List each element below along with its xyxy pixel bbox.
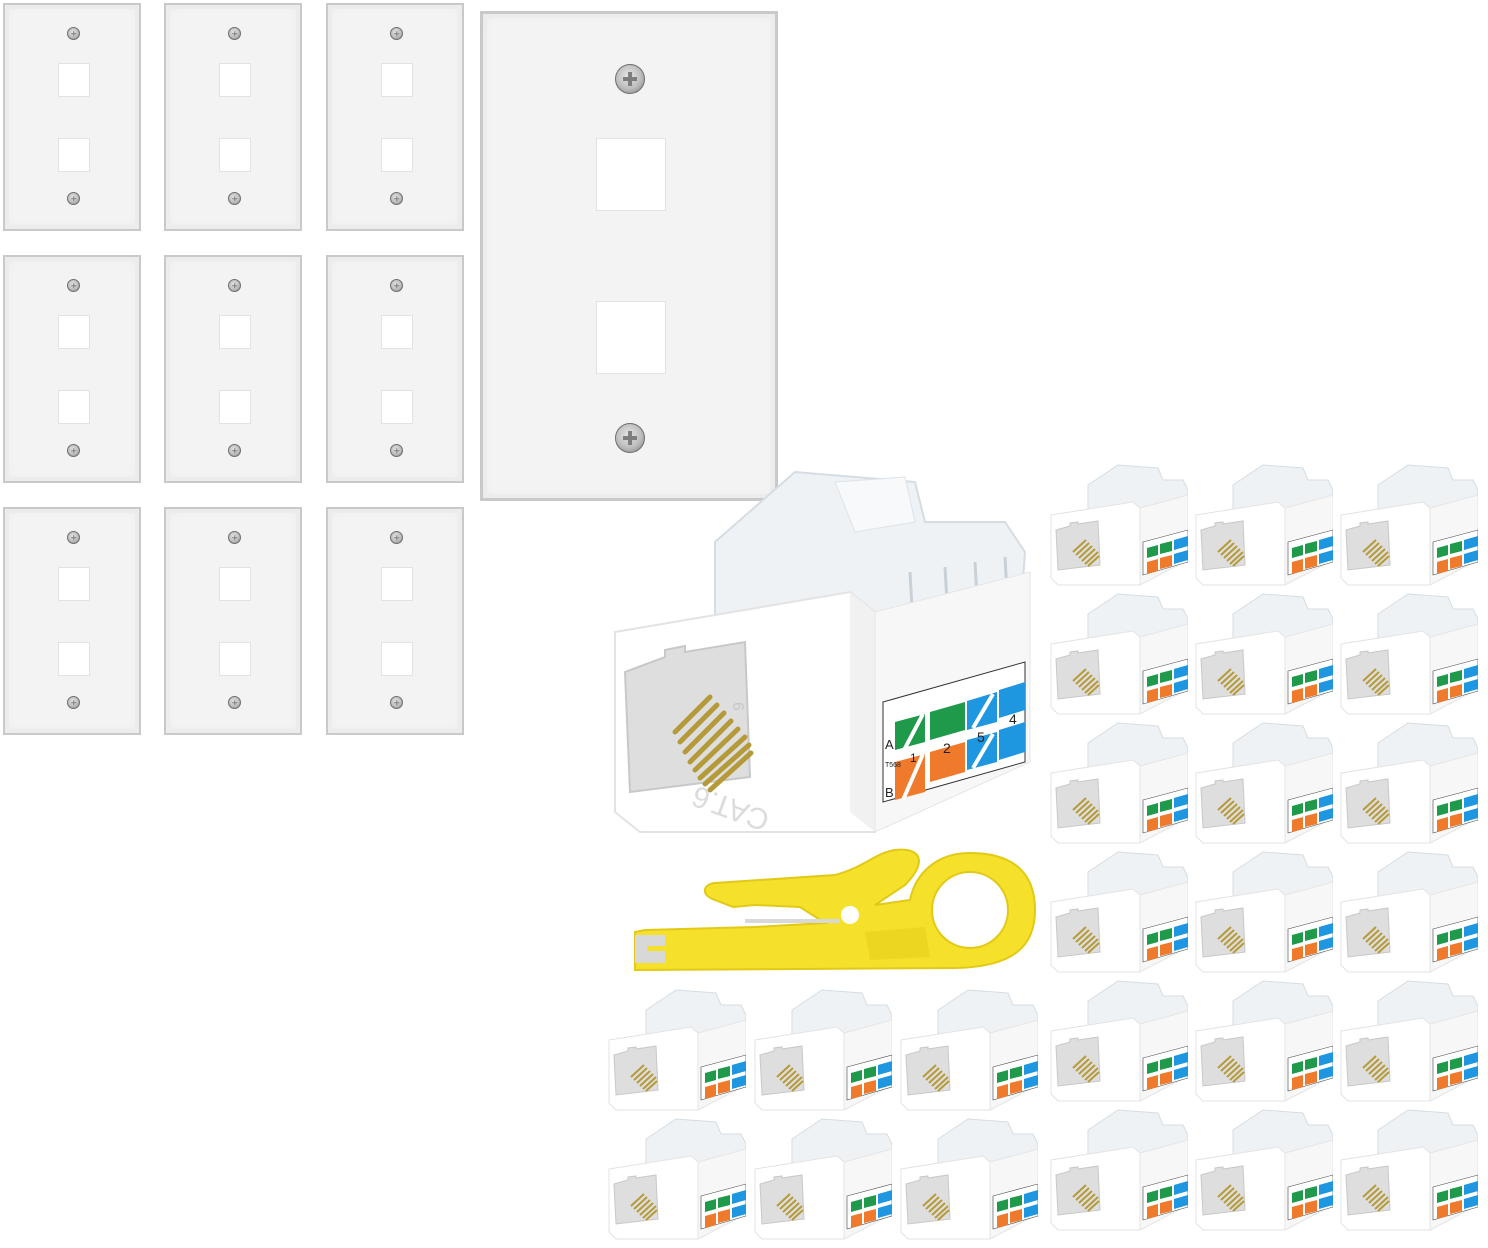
screw-icon bbox=[228, 27, 241, 40]
keystone-jack bbox=[1338, 460, 1478, 590]
keystone-port bbox=[58, 390, 90, 424]
keystone-port bbox=[596, 138, 666, 211]
keystone-jack bbox=[606, 1114, 746, 1244]
screw-icon bbox=[615, 64, 645, 94]
screw-icon bbox=[390, 696, 403, 709]
keystone-jack bbox=[1048, 718, 1188, 848]
wall-plate bbox=[326, 3, 464, 231]
screw-icon bbox=[390, 279, 403, 292]
wall-plate bbox=[326, 255, 464, 483]
keystone-jack bbox=[898, 1114, 1038, 1244]
keystone-jack-illustration: 6 CAT.6 A T568 B 1 2 5 bbox=[614, 470, 1031, 837]
wire-stripper-tool-icon bbox=[634, 848, 1037, 972]
wall-plate bbox=[164, 507, 302, 735]
keystone-jack bbox=[1193, 589, 1333, 719]
wall-plate bbox=[164, 255, 302, 483]
keystone-port bbox=[381, 567, 413, 601]
pair-2: 2 bbox=[943, 740, 951, 756]
wall-plate bbox=[3, 255, 141, 483]
screw-icon bbox=[228, 444, 241, 457]
keystone-jack bbox=[752, 985, 892, 1115]
keystone-port bbox=[381, 390, 413, 424]
keystone-jack bbox=[1338, 1105, 1478, 1235]
keystone-port bbox=[219, 567, 251, 601]
keystone-port bbox=[596, 301, 666, 374]
row-a-label: A bbox=[885, 737, 894, 752]
screw-icon bbox=[67, 531, 80, 544]
keystone-jack bbox=[1193, 1105, 1333, 1235]
keystone-jack bbox=[1338, 589, 1478, 719]
keystone-jack bbox=[606, 985, 746, 1115]
screw-icon bbox=[228, 192, 241, 205]
keystone-port bbox=[219, 63, 251, 97]
screw-icon bbox=[67, 444, 80, 457]
wall-plate bbox=[3, 3, 141, 231]
t568-wiring-label: A T568 B 1 2 5 4 bbox=[882, 661, 1026, 803]
screw-icon bbox=[67, 279, 80, 292]
wall-plate bbox=[3, 507, 141, 735]
screw-icon bbox=[67, 27, 80, 40]
keystone-jack bbox=[1048, 976, 1188, 1106]
keystone-jack bbox=[752, 1114, 892, 1244]
keystone-jack bbox=[1338, 847, 1478, 977]
keystone-jack bbox=[1048, 1105, 1188, 1235]
screw-icon bbox=[390, 531, 403, 544]
screw-icon bbox=[228, 696, 241, 709]
t568-label: T568 bbox=[885, 762, 901, 769]
keystone-jack bbox=[1193, 460, 1333, 590]
keystone-jack bbox=[1338, 976, 1478, 1106]
keystone-jack bbox=[1338, 718, 1478, 848]
keystone-jack bbox=[1193, 718, 1333, 848]
keystone-jack bbox=[1048, 460, 1188, 590]
keystone-port bbox=[58, 642, 90, 676]
wall-plate bbox=[326, 507, 464, 735]
wall-plate bbox=[164, 3, 302, 231]
screw-icon bbox=[67, 192, 80, 205]
pair-5: 5 bbox=[977, 729, 985, 745]
screw-icon bbox=[615, 423, 645, 453]
keystone-port bbox=[58, 138, 90, 172]
screw-icon bbox=[228, 531, 241, 544]
keystone-port bbox=[381, 315, 413, 349]
keystone-jack bbox=[1193, 976, 1333, 1106]
keystone-jack bbox=[898, 985, 1038, 1115]
punch-down-tool bbox=[625, 835, 1040, 975]
keystone-port bbox=[381, 63, 413, 97]
screw-icon bbox=[228, 279, 241, 292]
keystone-port bbox=[381, 138, 413, 172]
row-b-label: B bbox=[885, 785, 894, 800]
keystone-port bbox=[219, 642, 251, 676]
keystone-port bbox=[381, 642, 413, 676]
wall-plate-large bbox=[480, 11, 778, 501]
screw-icon bbox=[67, 696, 80, 709]
keystone-port bbox=[219, 138, 251, 172]
keystone-jack-featured: 6 CAT.6 A T568 B 1 2 5 bbox=[605, 462, 1045, 842]
screw-icon bbox=[390, 192, 403, 205]
pair-4: 4 bbox=[1009, 711, 1017, 727]
keystone-jack bbox=[1048, 589, 1188, 719]
keystone-port bbox=[58, 315, 90, 349]
pair-1: 1 bbox=[910, 751, 917, 765]
keystone-jack bbox=[1193, 847, 1333, 977]
keystone-port bbox=[219, 315, 251, 349]
keystone-jack bbox=[1048, 847, 1188, 977]
side-number: 6 bbox=[729, 702, 746, 711]
keystone-port bbox=[219, 390, 251, 424]
screw-icon bbox=[390, 27, 403, 40]
keystone-port bbox=[58, 63, 90, 97]
keystone-port bbox=[58, 567, 90, 601]
screw-icon bbox=[390, 444, 403, 457]
